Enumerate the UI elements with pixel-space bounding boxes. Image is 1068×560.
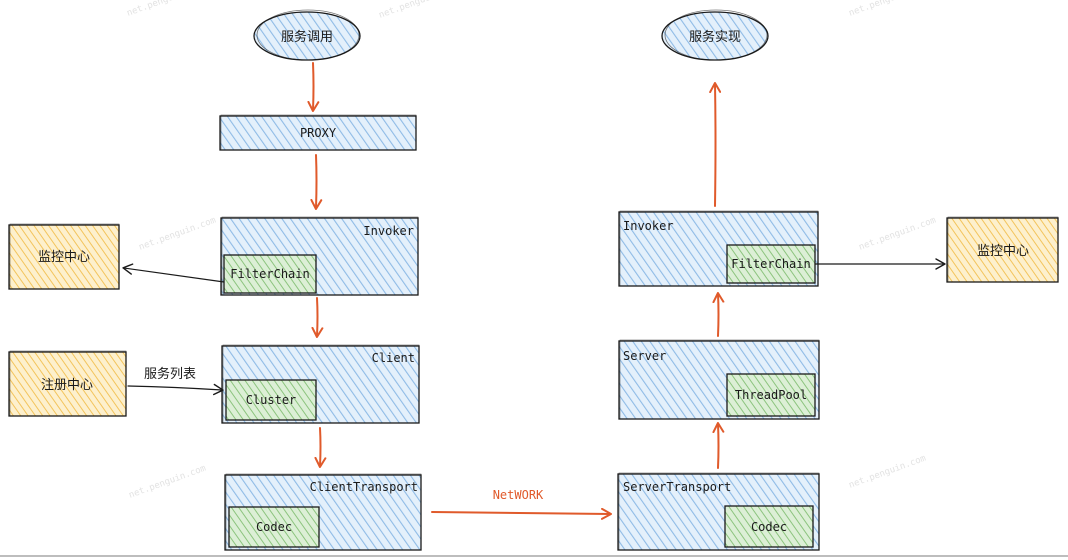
caller-invoker-label: Invoker [363, 224, 414, 238]
provider-filterchain-box: FilterChain [726, 244, 816, 284]
server-label: Server [623, 349, 666, 363]
server-codec-label: Codec [751, 520, 787, 534]
threadpool-label: ThreadPool [735, 388, 807, 402]
cluster-label: Cluster [246, 393, 297, 407]
svg-text:net.penguin.com: net.penguin.com [128, 464, 208, 501]
client-codec-label: Codec [256, 520, 292, 534]
left-monitor-box: 监控中心 [8, 223, 120, 290]
arrow-server-to-invoker [712, 292, 725, 337]
arrow-call-to-proxy [307, 62, 320, 112]
service-impl-label: 服务实现 [689, 29, 741, 45]
network-label: NetWORK [493, 488, 544, 502]
registry-label: 注册中心 [41, 378, 93, 393]
threadpool-box: ThreadPool [726, 373, 816, 417]
provider-filterchain-label: FilterChain [731, 257, 810, 271]
caller-invoker-box: Invoker FilterChain [220, 216, 419, 296]
svg-text:net.penguin.com: net.penguin.com [858, 216, 938, 253]
svg-text:net.penguin.com: net.penguin.com [138, 216, 218, 253]
service-call-label: 服务调用 [281, 29, 333, 45]
arrow-invoker-to-client [311, 297, 324, 338]
flow-arrows [307, 62, 725, 520]
service-impl-node: 服务实现 [661, 9, 769, 61]
caller-filterchain-label: FilterChain [230, 267, 309, 281]
proxy-label: PROXY [300, 126, 337, 140]
svg-text:net.penguin.com: net.penguin.com [378, 0, 458, 21]
client-transport-label: ClientTransport [310, 480, 418, 494]
caller-filterchain-box: FilterChain [223, 254, 317, 294]
arrow-registry-to-cluster [127, 383, 224, 396]
right-monitor-label: 监控中心 [977, 244, 1029, 259]
client-box: Client Cluster [221, 344, 420, 424]
server-transport-box: ServerTransport Codec [617, 472, 820, 551]
arrow-invoker-to-impl [709, 82, 722, 207]
proxy-box: PROXY [219, 114, 417, 151]
service-call-node: 服务调用 [253, 9, 361, 61]
svg-text:net.penguin.com: net.penguin.com [126, 0, 206, 19]
client-transport-box: ClientTransport Codec [224, 473, 422, 551]
client-label: Client [372, 351, 415, 365]
arrow-servertransport-to-server [712, 422, 725, 469]
svg-text:net.penguin.com: net.penguin.com [848, 454, 928, 491]
server-box: Server ThreadPool [618, 339, 820, 420]
registry-box: 注册中心 [8, 350, 127, 417]
arrow-network [431, 507, 612, 520]
cluster-box: Cluster [225, 379, 317, 421]
arrow-client-to-transport [314, 427, 327, 468]
provider-invoker-label: Invoker [623, 219, 674, 233]
svg-text:net.penguin.com: net.penguin.com [848, 0, 928, 19]
arrow-filter-to-left-monitor [122, 263, 225, 283]
service-list-label: 服务列表 [144, 366, 196, 382]
provider-invoker-box: Invoker FilterChain [618, 210, 819, 287]
server-codec-box: Codec [724, 505, 814, 548]
left-monitor-label: 监控中心 [38, 250, 90, 265]
right-monitor-box: 监控中心 [946, 216, 1059, 283]
side-arrows [122, 258, 946, 396]
server-transport-label: ServerTransport [623, 480, 731, 494]
arrow-proxy-to-invoker [310, 154, 323, 210]
client-codec-box: Codec [228, 506, 320, 548]
